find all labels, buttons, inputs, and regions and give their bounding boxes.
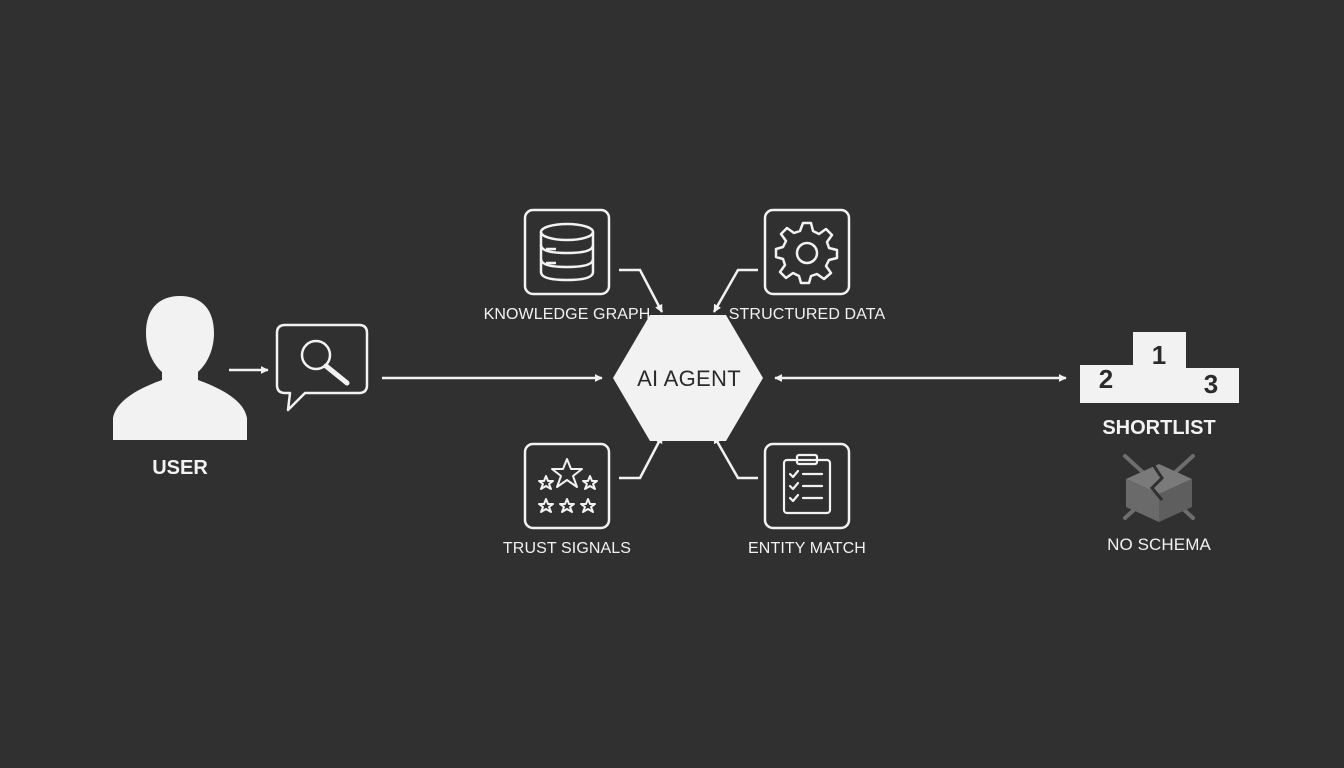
arrow-knowledge-graph-to-agent <box>619 268 664 313</box>
knowledge-graph-label: KNOWLEDGE GRAPH <box>483 306 651 323</box>
podium-rank-2: 2 <box>1099 364 1113 394</box>
arrow-entity-match-to-agent <box>712 435 758 480</box>
structured-data-label: STRUCTURED DATA <box>728 306 886 323</box>
arrow-trust-signals-to-agent <box>619 435 664 480</box>
podium-rank-1: 1 <box>1152 340 1166 370</box>
arrow-structured-data-to-agent <box>712 268 758 313</box>
search-bubble-icon <box>275 323 369 412</box>
user-silhouette-icon <box>113 296 247 440</box>
gear-icon <box>774 221 839 285</box>
stars-icon <box>538 458 598 513</box>
agent-hexagon <box>613 315 763 441</box>
broken-box-icon <box>1123 454 1195 522</box>
entity-match-box <box>763 442 851 530</box>
podium-rank-3: 3 <box>1204 369 1218 399</box>
entity-match-label: ENTITY MATCH <box>748 540 866 557</box>
database-icon <box>539 222 595 282</box>
shortlist-label: SHORTLIST <box>1102 417 1216 439</box>
agent-label: AI AGENT <box>637 366 741 391</box>
structured-data-box <box>763 208 851 296</box>
user-label: USER <box>152 457 208 479</box>
trust-signals-box <box>523 442 611 530</box>
knowledge-graph-box <box>523 208 611 296</box>
no-schema-label: NO SCHEMA <box>1107 535 1211 554</box>
trust-signals-label: TRUST SIGNALS <box>502 540 632 557</box>
podium-icon: 1 2 3 <box>1080 332 1239 403</box>
clipboard-checklist-icon <box>782 453 832 515</box>
